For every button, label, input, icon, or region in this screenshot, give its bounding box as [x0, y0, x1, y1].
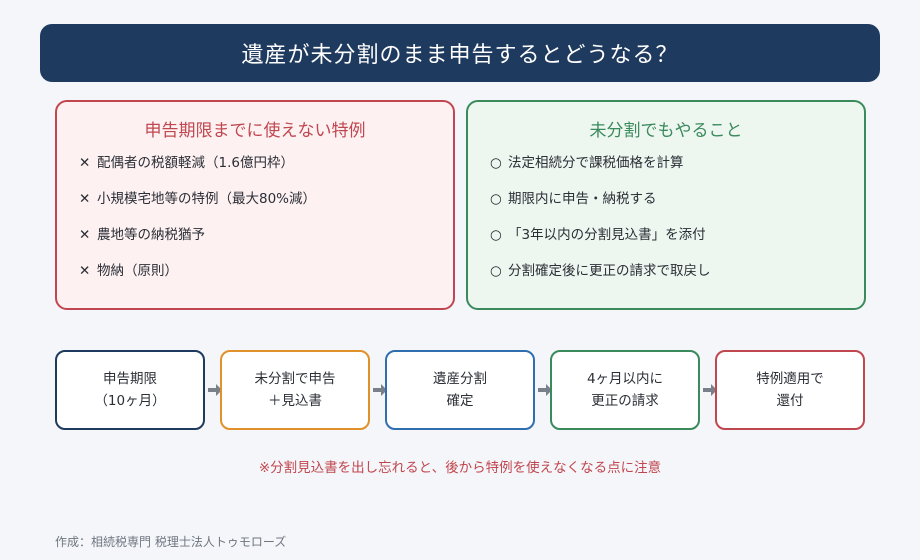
cross-icon: ✕ [79, 191, 91, 207]
list-item-label: 物納（原則） [97, 263, 178, 279]
list-item-label: 「3年以内の分割見込書」を添付 [508, 227, 706, 243]
flow-step-line1: 申告期限 [103, 371, 157, 387]
required-actions-panel: 未分割でもやること ○ 法定相続分で課税価格を計算 ○ 期限内に申告・納税する … [466, 100, 866, 310]
required-actions-heading: 未分割でもやること [589, 121, 743, 141]
list-item: ○ 法定相続分で課税価格を計算 [490, 155, 842, 171]
flow-step-line1: 4ヶ月以内に [586, 371, 664, 387]
list-item: ✕ 配偶者の税額軽減（1.6億円枠） [79, 155, 431, 171]
list-item-label: 法定相続分で課税価格を計算 [508, 155, 684, 171]
list-item: ○ 「3年以内の分割見込書」を添付 [490, 227, 842, 243]
flow-step-line1: 未分割で申告 [254, 371, 336, 387]
caution-note: ※分割見込書を出し忘れると、後から特例を使えなくなる点に注意 [258, 460, 662, 476]
author-credit: 作成：相続税専門 税理士法人トゥモローズ [55, 535, 287, 549]
flow-step-division-settled: 遺産分割 確定 [385, 350, 535, 430]
circle-icon: ○ [490, 263, 502, 279]
flow-step-deadline: 申告期限 （10ヶ月） [55, 350, 205, 430]
arrow-right-icon [208, 384, 222, 396]
list-item-label: 配偶者の税額軽減（1.6億円枠） [97, 155, 294, 171]
list-item: ○ 期限内に申告・納税する [490, 191, 842, 207]
title-banner: 遺産が未分割のまま申告するとどうなる？ [40, 24, 880, 82]
page-title: 遺産が未分割のまま申告するとどうなる？ [241, 43, 679, 68]
list-item-label: 分割確定後に更正の請求で取戻し [508, 263, 711, 279]
cross-icon: ✕ [79, 155, 91, 171]
flow-step-line2: ＋見込書 [268, 393, 322, 409]
flow-step-line2: 更正の請求 [591, 393, 659, 409]
flow-step-undivided-filing: 未分割で申告 ＋見込書 [220, 350, 370, 430]
arrow-right-icon [373, 384, 387, 396]
flow-step-line2: （10ヶ月） [94, 393, 166, 409]
cross-icon: ✕ [79, 263, 91, 279]
arrow-right-icon [703, 384, 717, 396]
flow-step-refund: 特例適用で 還付 [715, 350, 865, 430]
flow-step-line1: 特例適用で [756, 371, 824, 387]
flow-step-line1: 遺産分割 [433, 371, 487, 387]
list-item-label: 農地等の納税猶予 [97, 227, 205, 243]
flow-step-line2: 確定 [446, 393, 474, 409]
circle-icon: ○ [490, 155, 502, 171]
list-item-label: 期限内に申告・納税する [508, 191, 657, 207]
process-flow: 申告期限 （10ヶ月） 未分割で申告 ＋見込書 遺産分割 確定 4ヶ月以内に 更… [55, 350, 865, 430]
list-item: ✕ 小規模宅地等の特例（最大80%減） [79, 191, 431, 207]
list-item: ✕ 物納（原則） [79, 263, 431, 279]
unavailable-specials-heading: 申告期限までに使えない特例 [144, 121, 366, 141]
flow-step-correction-request: 4ヶ月以内に 更正の請求 [550, 350, 700, 430]
cross-icon: ✕ [79, 227, 91, 243]
circle-icon: ○ [490, 227, 502, 243]
list-item: ○ 分割確定後に更正の請求で取戻し [490, 263, 842, 279]
arrow-right-icon [538, 384, 552, 396]
unavailable-specials-panel: 申告期限までに使えない特例 ✕ 配偶者の税額軽減（1.6億円枠） ✕ 小規模宅地… [55, 100, 455, 310]
flow-step-line2: 還付 [776, 393, 804, 409]
circle-icon: ○ [490, 191, 502, 207]
list-item-label: 小規模宅地等の特例（最大80%減） [97, 191, 317, 207]
list-item: ✕ 農地等の納税猶予 [79, 227, 431, 243]
